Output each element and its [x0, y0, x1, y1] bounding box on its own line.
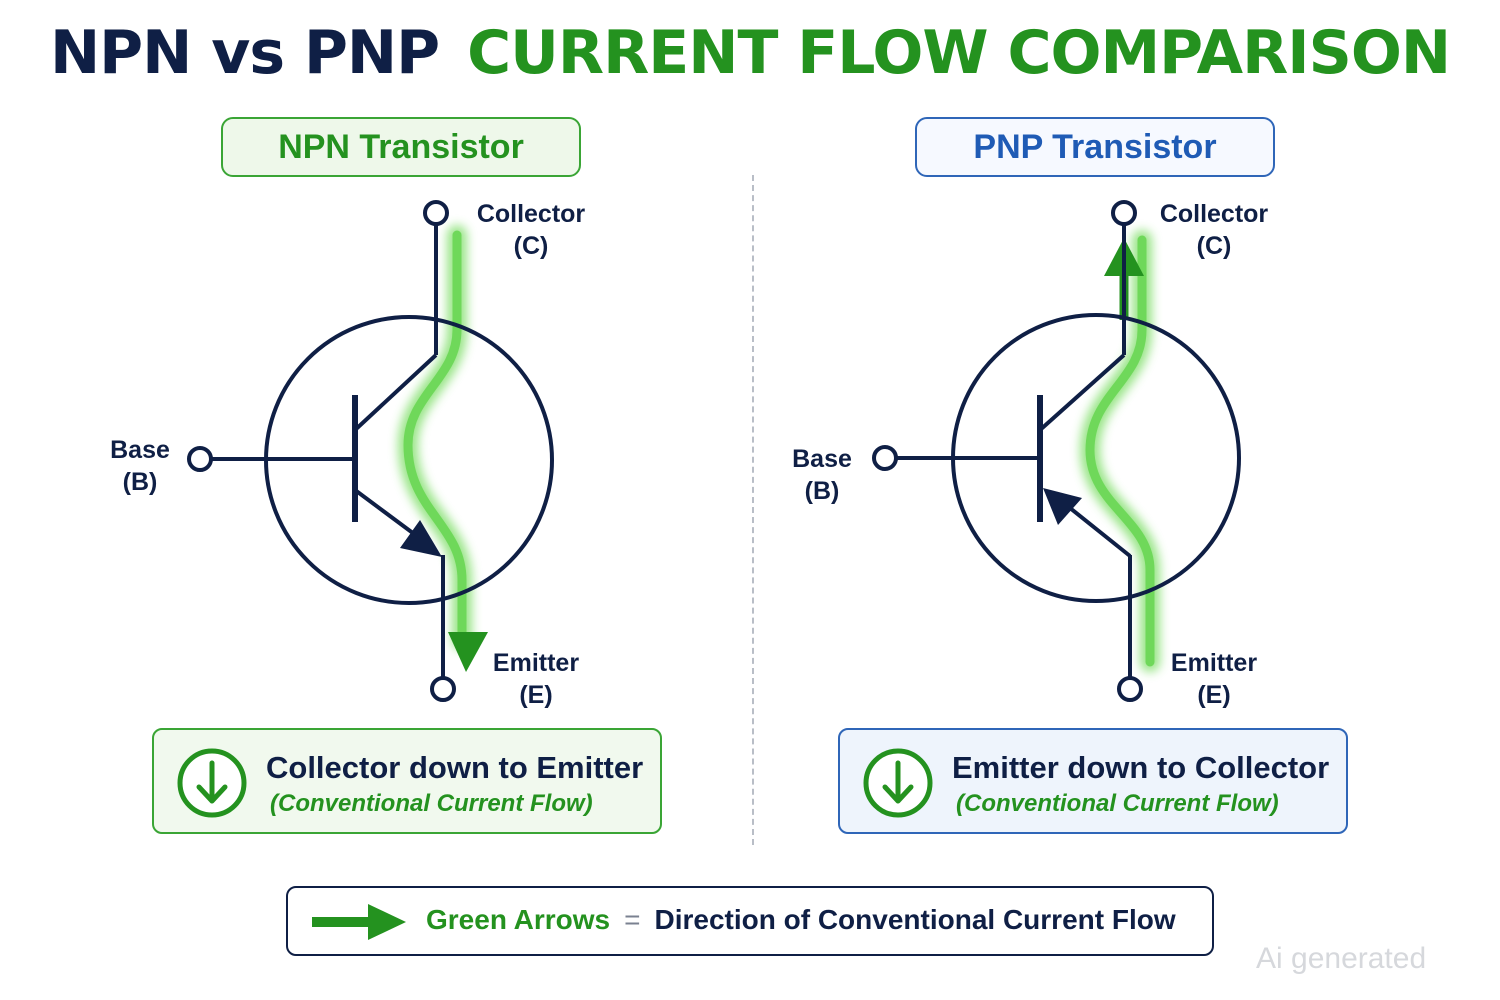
- page-title: NPN vs PNP CURRENT FLOW COMPARISON: [0, 18, 1500, 88]
- page-title-comparison: CURRENT FLOW COMPARISON: [467, 18, 1451, 88]
- legend-term: Green Arrows: [426, 904, 611, 935]
- npn-base-abbr: (B): [122, 468, 158, 496]
- npn-heading: NPN Transistor: [221, 117, 581, 177]
- npn-flow-subtext: (Conventional Current Flow): [270, 790, 593, 817]
- legend-equals: =: [624, 904, 641, 935]
- page-title-npn-vs-pnp: NPN vs PNP: [49, 18, 440, 88]
- npn-collector-diagonal: [353, 353, 438, 432]
- npn-current-arrow-icon: [448, 632, 488, 672]
- npn-collector-name: Collector: [476, 200, 586, 228]
- pnp-base-label: Base (B): [782, 443, 862, 507]
- watermark: Ai generated: [1256, 942, 1427, 975]
- pnp-collector-terminal: [1111, 200, 1137, 226]
- npn-base-name: Base: [110, 436, 170, 464]
- npn-symbol: [187, 200, 554, 702]
- npn-base-terminal: [187, 446, 213, 472]
- pnp-collector-abbr: (C): [1196, 232, 1232, 260]
- pnp-flow-text: Emitter down to Collector: [952, 750, 1330, 785]
- npn-flow-text: Collector down to Emitter: [266, 750, 644, 785]
- npn-emitter-label: Emitter (E): [482, 647, 590, 711]
- arrow-right-icon: [312, 904, 406, 940]
- npn-current-path: [403, 230, 467, 645]
- pnp-collector-name: Collector: [1159, 200, 1269, 228]
- pnp-base-name: Base: [792, 445, 852, 473]
- npn-collector-label: Collector (C): [472, 198, 590, 262]
- legend-text: Green Arrows = Direction of Conventional C…: [426, 904, 1176, 936]
- npn-emitter-terminal: [430, 676, 456, 702]
- pnp-flow-subtext: (Conventional Current Flow): [956, 790, 1279, 817]
- npn-emitter-arrow-icon: [400, 520, 442, 557]
- circle-arrow-down-icon: [177, 748, 247, 818]
- npn-collector-abbr: (C): [513, 232, 549, 260]
- npn-base-label: Base (B): [100, 434, 180, 498]
- pnp-heading: PNP Transistor: [915, 117, 1275, 177]
- npn-emitter-abbr: (E): [519, 681, 553, 709]
- pnp-emitter-abbr: (E): [1197, 681, 1231, 709]
- center-divider: [752, 175, 754, 845]
- pnp-emitter-name: Emitter: [1170, 649, 1258, 677]
- legend-box: Green Arrows = Direction of Conventional C…: [286, 886, 1214, 956]
- pnp-emitter-arrow-icon: [1043, 488, 1082, 525]
- legend-meaning: Direction of Conventional Current Flow: [654, 904, 1176, 935]
- pnp-base-terminal: [872, 445, 898, 471]
- pnp-current-path: [1085, 235, 1155, 667]
- npn-flow-box: Collector down to Emitter (Conventional …: [152, 728, 662, 834]
- pnp-collector-diagonal: [1038, 353, 1126, 432]
- pnp-emitter-label: Emitter (E): [1160, 647, 1268, 711]
- npn-collector-terminal: [423, 200, 449, 226]
- circle-arrow-down-icon: [863, 748, 933, 818]
- pnp-base-abbr: (B): [804, 477, 840, 505]
- pnp-collector-label: Collector (C): [1155, 198, 1273, 262]
- npn-emitter-name: Emitter: [492, 649, 580, 677]
- pnp-symbol: [872, 200, 1241, 702]
- pnp-flow-box: Emitter down to Collector (Conventional …: [838, 728, 1348, 834]
- pnp-emitter-terminal: [1117, 676, 1143, 702]
